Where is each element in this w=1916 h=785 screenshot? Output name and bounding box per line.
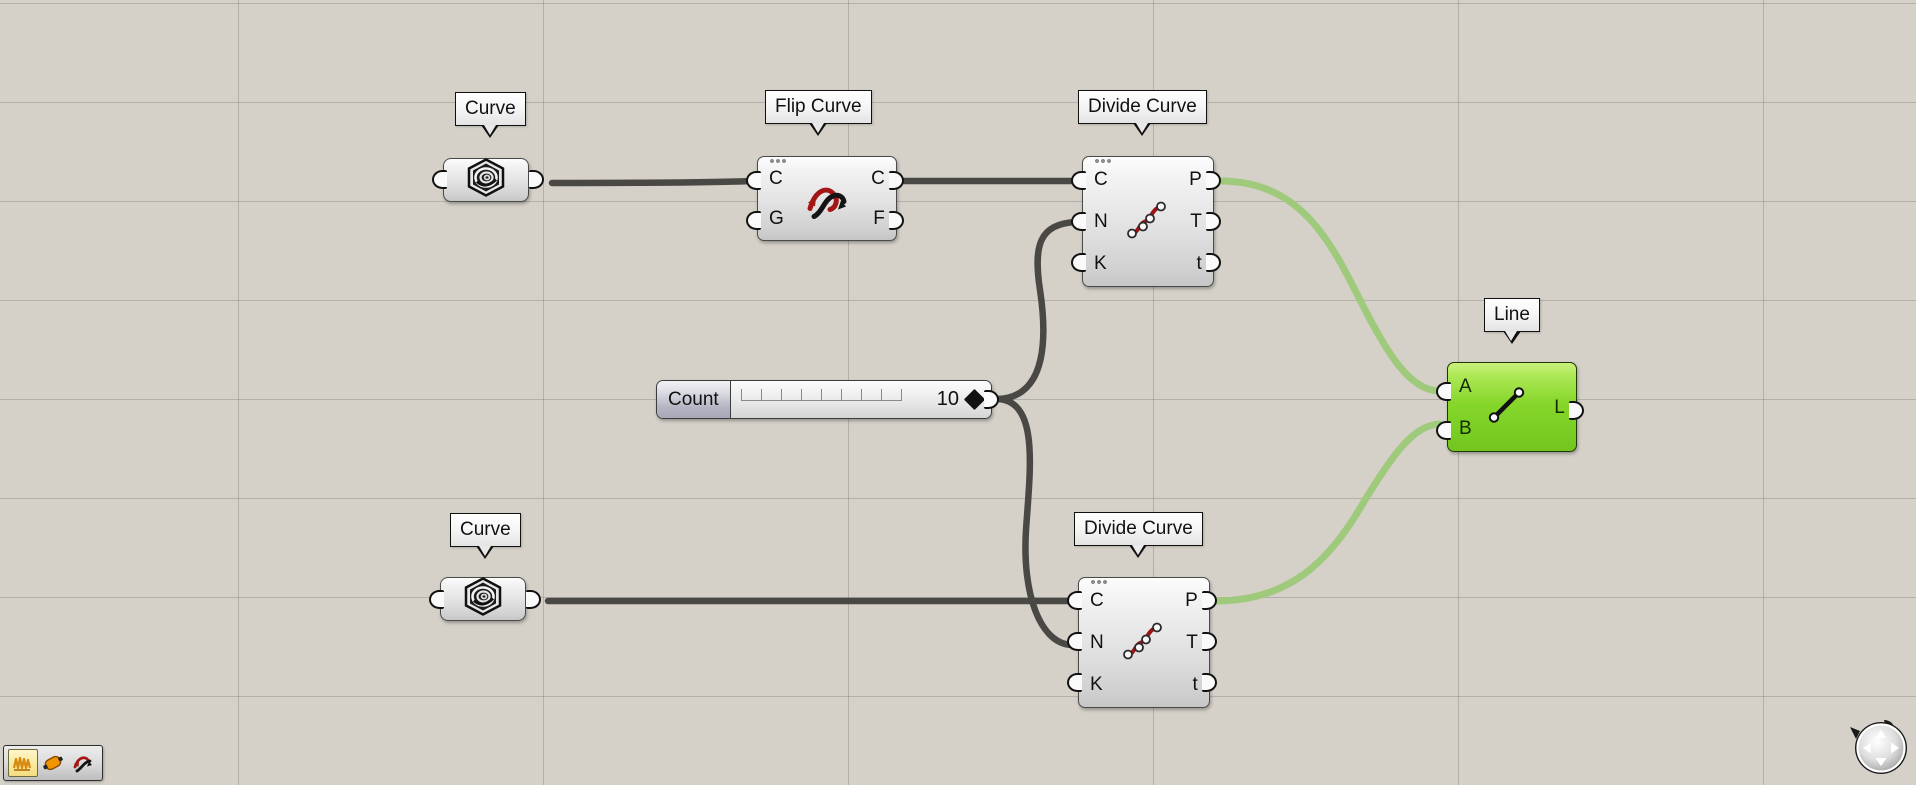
input-port-label: C: [769, 168, 783, 190]
node-grip[interactable]: [1090, 579, 1107, 584]
capsule-tool-button[interactable]: [38, 749, 68, 777]
tag-line: Line: [1484, 298, 1540, 344]
node-divide-curve-top[interactable]: C N K P T t: [1082, 156, 1214, 287]
port-flip-c-out[interactable]: [889, 171, 904, 190]
input-port-label: C: [1090, 590, 1104, 612]
node-grip[interactable]: [769, 158, 786, 163]
port-divide-bottom-k-in[interactable]: [1067, 673, 1082, 692]
port-line-b-in[interactable]: [1436, 421, 1451, 440]
output-port-label: C: [871, 168, 885, 190]
count-slider-value: 10: [936, 388, 959, 410]
tag-flip-curve: Flip Curve: [765, 90, 872, 136]
count-slider-handle[interactable]: [963, 388, 986, 411]
port-divide-top-tt-out[interactable]: [1206, 253, 1221, 272]
node-curve-bottom[interactable]: [440, 577, 526, 621]
input-port-label: N: [1090, 631, 1104, 653]
slider-ticks: [740, 389, 903, 402]
port-divide-top-c-in[interactable]: [1071, 171, 1086, 190]
curve-param-icon: [461, 577, 505, 622]
port-divide-bottom-t-out[interactable]: [1202, 632, 1217, 651]
port-flip-f-out[interactable]: [889, 211, 904, 230]
node-grip[interactable]: [1094, 158, 1111, 163]
capsule-icon: [43, 755, 63, 771]
port-line-l-out[interactable]: [1569, 401, 1584, 420]
port-divide-bottom-n-in[interactable]: [1067, 632, 1082, 651]
wire-divide-top-p-to-line-a: [1216, 177, 1444, 395]
output-port-label: F: [873, 207, 885, 229]
wire-count-to-divide-bottom-n: [992, 395, 1076, 649]
output-port-label: L: [1554, 396, 1565, 418]
count-slider-track[interactable]: 10: [730, 381, 991, 418]
tag-divide-curve-top: Divide Curve: [1078, 90, 1207, 136]
count-number-slider[interactable]: Count 10: [656, 380, 992, 419]
input-port-label: K: [1090, 673, 1103, 695]
input-port-label: A: [1459, 375, 1472, 397]
input-port-label: B: [1459, 417, 1472, 439]
flip-icon: [73, 756, 92, 773]
node-curve-top[interactable]: [443, 158, 529, 202]
node-divide-curve-bottom[interactable]: C N K P T t: [1078, 577, 1210, 708]
canvas-navigator[interactable]: [1844, 713, 1910, 779]
node-flip-curve[interactable]: C G C F: [757, 156, 897, 241]
node-line[interactable]: A B L: [1447, 362, 1577, 452]
tag-divide-curve-bottom: Divide Curve: [1074, 512, 1203, 558]
wire-count-to-divide-top-n: [992, 218, 1080, 403]
port-divide-bottom-p-out[interactable]: [1202, 591, 1217, 610]
tag-curve-top: Curve: [455, 92, 526, 138]
sketch-icon: [12, 756, 32, 771]
wire-divide-bottom-p-to-line-b: [1212, 420, 1444, 605]
sketch-tool-button[interactable]: [8, 749, 38, 777]
port-divide-top-n-in[interactable]: [1071, 212, 1086, 231]
count-slider-label: Count: [657, 381, 731, 418]
output-port-label: T: [1190, 210, 1202, 232]
input-port-label: K: [1094, 252, 1107, 274]
port-divide-bottom-c-in[interactable]: [1067, 591, 1082, 610]
curve-param-icon: [464, 158, 508, 203]
output-port-label: T: [1186, 631, 1198, 653]
output-port-label: t: [1192, 673, 1198, 695]
output-port-label: P: [1185, 590, 1198, 612]
wire-curve-top-to-flip: [548, 177, 756, 187]
port-flip-c-in[interactable]: [746, 171, 761, 190]
input-port-label: N: [1094, 210, 1108, 232]
canvas-toolbar[interactable]: [3, 745, 103, 781]
flip-tool-button[interactable]: [68, 749, 98, 777]
input-port-label: C: [1094, 169, 1108, 191]
port-curve-bottom-in[interactable]: [429, 590, 444, 609]
tag-curve-bottom: Curve: [450, 513, 521, 559]
port-flip-g-in[interactable]: [746, 211, 761, 230]
output-port-label: P: [1189, 169, 1202, 191]
port-divide-top-p-out[interactable]: [1206, 171, 1221, 190]
port-curve-top-out[interactable]: [529, 170, 544, 189]
port-curve-top-in[interactable]: [432, 170, 447, 189]
port-curve-bottom-out[interactable]: [526, 590, 541, 609]
port-line-a-in[interactable]: [1436, 382, 1451, 401]
port-divide-top-k-in[interactable]: [1071, 253, 1086, 272]
port-divide-bottom-tt-out[interactable]: [1202, 673, 1217, 692]
input-port-label: G: [769, 207, 784, 229]
output-port-label: t: [1196, 252, 1202, 274]
port-count-slider-out[interactable]: [984, 390, 999, 409]
port-divide-top-t-out[interactable]: [1206, 212, 1221, 231]
